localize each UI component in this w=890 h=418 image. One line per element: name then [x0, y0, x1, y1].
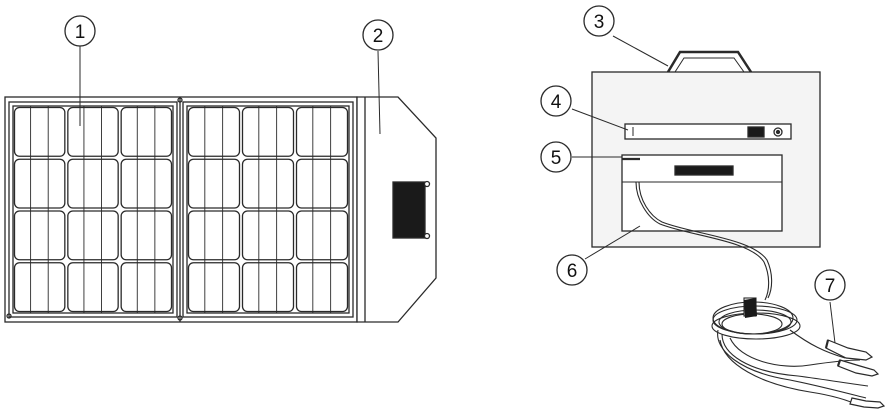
- solar-cell: [295, 106, 349, 157]
- solar-cell: [67, 262, 119, 313]
- solar-cell: [241, 210, 295, 261]
- callout-3-label: 3: [594, 12, 605, 33]
- carry-bag: [591, 50, 821, 248]
- left-cell-grid: [13, 106, 173, 313]
- solar-panel-assembly: [4, 96, 437, 323]
- solar-cell: [295, 210, 349, 261]
- strap-unit: [624, 123, 792, 140]
- alligator-clip-icon: [824, 339, 886, 409]
- solar-cell: [120, 106, 173, 157]
- solar-cell: [295, 158, 349, 209]
- callout-4: 4: [540, 85, 572, 117]
- solar-cell: [241, 262, 295, 313]
- panel-outer-frame: [4, 96, 358, 323]
- solar-cell: [67, 210, 119, 261]
- solar-cell: [120, 158, 173, 209]
- callout-3: 3: [583, 5, 615, 37]
- left-panel-frame: [8, 101, 178, 318]
- solar-cell: [187, 158, 241, 209]
- callout-4-label: 4: [551, 92, 562, 113]
- solar-cell: [295, 262, 349, 313]
- handle-icon: [666, 50, 753, 73]
- solar-cell: [187, 262, 241, 313]
- solar-cell: [13, 106, 66, 157]
- leader-lines: [79, 35, 836, 344]
- callout-1-label: 1: [75, 22, 86, 43]
- callouts: 1 2 3 4 5 6 7: [64, 5, 846, 301]
- solar-cell: [13, 262, 66, 313]
- callout-7-label: 7: [825, 276, 836, 297]
- right-panel-inner: [186, 105, 350, 314]
- callout-5-label: 5: [551, 148, 562, 169]
- solar-cell: [120, 210, 173, 261]
- solar-cell: [13, 210, 66, 261]
- right-panel-frame: [182, 101, 354, 318]
- left-panel-inner: [12, 105, 174, 314]
- callout-5: 5: [540, 141, 572, 173]
- callout-1: 1: [64, 15, 96, 47]
- solar-cell: [241, 158, 295, 209]
- solar-cell: [67, 158, 119, 209]
- solar-cell: [13, 158, 66, 209]
- solar-cell: [187, 210, 241, 261]
- solar-cell: [67, 106, 119, 157]
- output-cable: [635, 181, 869, 407]
- solar-cell: [187, 106, 241, 157]
- solar-cell: [241, 106, 295, 157]
- right-cell-grid: [187, 106, 349, 313]
- callout-6: 6: [556, 254, 588, 286]
- callout-6-label: 6: [567, 261, 578, 282]
- solar-cell: [120, 262, 173, 313]
- callout-7: 7: [814, 269, 846, 301]
- cable-coil-icon: [711, 297, 801, 340]
- callout-2: 2: [362, 19, 394, 51]
- callout-2-label: 2: [373, 26, 384, 47]
- junction-box-icon: [392, 181, 426, 239]
